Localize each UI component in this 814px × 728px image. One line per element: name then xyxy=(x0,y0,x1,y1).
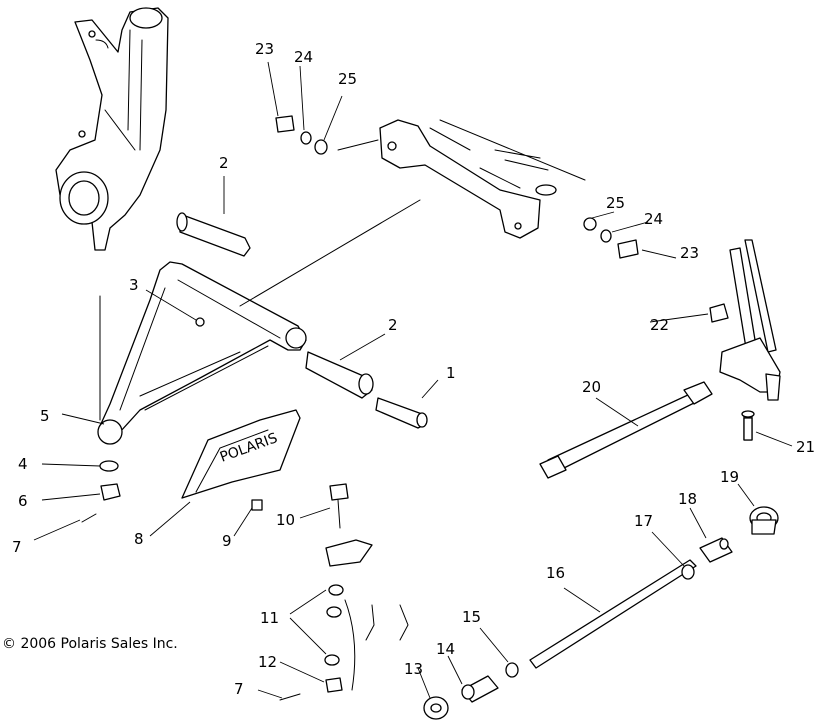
callout-8: 8 xyxy=(134,530,144,548)
callout-17: 17 xyxy=(634,512,653,530)
callout-22: 22 xyxy=(650,316,669,334)
callout-25-right: 25 xyxy=(606,194,625,212)
callout-7-left: 7 xyxy=(12,538,22,556)
callout-11: 11 xyxy=(260,609,279,627)
callout-21: 21 xyxy=(796,438,814,456)
polaris-decal-guard: POLARIS xyxy=(181,409,301,499)
callout-20: 20 xyxy=(582,378,601,396)
steering-post xyxy=(719,239,781,441)
steering-knuckle xyxy=(55,7,169,251)
tie-rod-end-assembly xyxy=(423,506,779,720)
a-arm xyxy=(97,199,421,445)
bushing-upper-2 xyxy=(176,212,251,257)
callout-7-bottom: 7 xyxy=(234,680,244,698)
callout-15: 15 xyxy=(462,608,481,626)
copyright-notice: © 2006 Polaris Sales Inc. xyxy=(2,636,178,652)
callout-2-upper: 2 xyxy=(219,154,229,172)
leader-lines xyxy=(33,61,793,699)
callout-3: 3 xyxy=(129,276,139,294)
callout-14: 14 xyxy=(436,640,455,658)
callout-13: 13 xyxy=(404,660,423,678)
callout-23-right: 23 xyxy=(680,244,699,262)
callout-6: 6 xyxy=(18,492,28,510)
tie-rod xyxy=(539,381,713,479)
callout-19: 19 xyxy=(720,468,739,486)
frame-bracket xyxy=(337,119,586,239)
callout-9: 9 xyxy=(222,532,232,550)
callout-18: 18 xyxy=(678,490,697,508)
bushing-1 xyxy=(375,397,428,429)
callout-23-top: 23 xyxy=(255,40,274,58)
callout-10: 10 xyxy=(276,511,295,529)
callout-25-top: 25 xyxy=(338,70,357,88)
callout-24-top: 24 xyxy=(294,48,313,66)
hardware xyxy=(81,115,729,701)
callout-24-right: 24 xyxy=(644,210,663,228)
callout-1: 1 xyxy=(446,364,456,382)
callout-16: 16 xyxy=(546,564,565,582)
bushing-lower-2 xyxy=(305,351,374,399)
callout-4: 4 xyxy=(18,455,28,473)
callouts: 1 2 2 3 4 5 6 7 7 8 9 10 11 12 13 14 15 … xyxy=(12,40,814,698)
callout-2-lower: 2 xyxy=(388,316,398,334)
callout-5: 5 xyxy=(40,407,50,425)
callout-12: 12 xyxy=(258,653,277,671)
bolt-21 xyxy=(743,417,753,441)
